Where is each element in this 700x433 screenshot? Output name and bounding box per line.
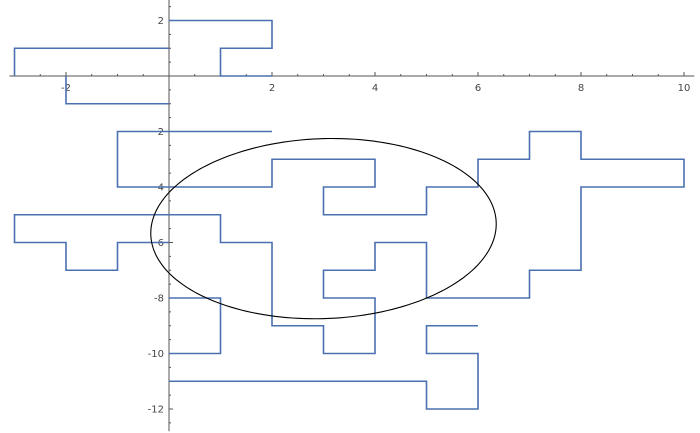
path-segment-7	[169, 324, 479, 410]
ellipse-curve	[150, 137, 497, 320]
y-tick-label: 4	[158, 183, 164, 194]
x-tick-label: 2	[269, 83, 275, 94]
x-tick-label: 4	[372, 83, 378, 94]
y-tick-label: -10	[148, 349, 164, 360]
path-segment-3	[65, 76, 169, 105]
x-tick-label: 8	[578, 83, 584, 94]
x-tick-label: 10	[678, 83, 691, 94]
ellipse	[150, 137, 497, 320]
path-segment-5	[13, 130, 685, 355]
path-segment-6	[169, 297, 222, 355]
y-tick-label: 6	[158, 238, 164, 249]
y-tick-label: -12	[148, 405, 164, 416]
path-segment-2	[13, 47, 169, 76]
y-tick-label: 2	[158, 16, 164, 27]
path-segment-1	[169, 19, 273, 77]
y-tick-label: -8	[154, 294, 164, 305]
y-tick-label: 2	[158, 127, 164, 138]
path-segment-4	[116, 130, 272, 188]
x-tick-label: 6	[475, 83, 481, 94]
polyline-series	[13, 19, 685, 410]
